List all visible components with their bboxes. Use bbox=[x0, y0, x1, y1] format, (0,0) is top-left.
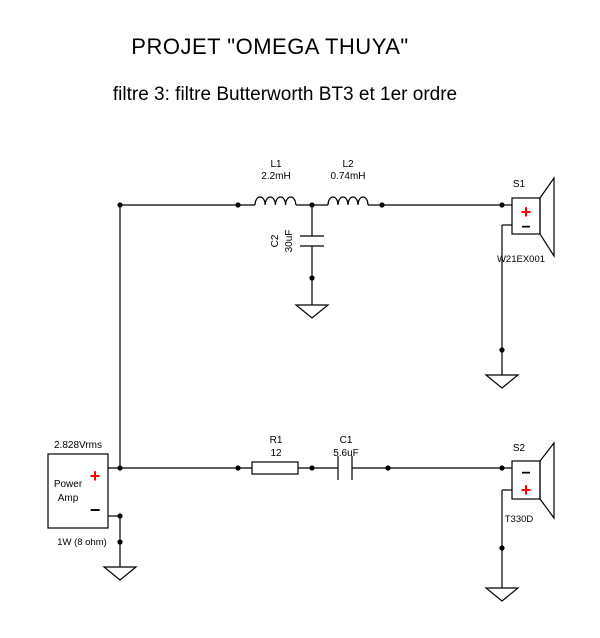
page-title: PROJET "OMEGA THUYA" bbox=[131, 34, 409, 59]
junction-dots bbox=[117, 202, 505, 551]
l2-value: 0.74mH bbox=[330, 171, 365, 182]
amp-label-amp: Amp bbox=[58, 493, 79, 504]
wires bbox=[108, 204, 512, 588]
l2-ref: L2 bbox=[342, 159, 354, 170]
s1-model: W21EX001 bbox=[497, 254, 545, 265]
amp-minus-icon: − bbox=[90, 500, 101, 520]
s2-model: T330D bbox=[505, 514, 534, 525]
c2-ref: C2 bbox=[270, 234, 281, 247]
ground-amp bbox=[102, 566, 138, 581]
r1-value: 12 bbox=[270, 448, 282, 459]
l1-value: 2.2mH bbox=[261, 171, 290, 182]
page-subtitle: filtre 3: filtre Butterworth BT3 et 1er … bbox=[112, 84, 458, 105]
speaker-s1 bbox=[511, 176, 555, 259]
ground-c2 bbox=[294, 304, 330, 319]
ground-s2 bbox=[484, 587, 520, 602]
s1-minus-icon: − bbox=[521, 219, 530, 236]
r1-ref: R1 bbox=[270, 435, 283, 446]
capacitor-c1 bbox=[337, 456, 353, 480]
capacitor-c2 bbox=[300, 235, 324, 247]
l1-ref: L1 bbox=[270, 159, 282, 170]
s2-plus-icon: + bbox=[521, 480, 532, 500]
inductor-l1 bbox=[254, 196, 297, 206]
s2-minus-icon: − bbox=[521, 465, 530, 482]
ground-s1 bbox=[484, 374, 520, 389]
c2-value: 30uF bbox=[284, 230, 295, 253]
speaker-s2 bbox=[511, 441, 555, 520]
c1-ref: C1 bbox=[340, 435, 353, 446]
inductor-l2 bbox=[327, 196, 369, 206]
amp-plus-icon: + bbox=[90, 466, 101, 486]
resistor-r1 bbox=[251, 461, 299, 475]
s2-ref: S2 bbox=[513, 443, 526, 454]
amp-voltage: 2.828Vrms bbox=[54, 440, 102, 451]
s1-plus-icon: + bbox=[521, 202, 532, 222]
amp-power: 1W (8 ohm) bbox=[57, 537, 107, 548]
c1-value: 5.6uF bbox=[333, 448, 359, 459]
amp-label-power: Power bbox=[54, 479, 83, 490]
power-amp bbox=[47, 453, 109, 529]
s1-ref: S1 bbox=[513, 179, 526, 190]
